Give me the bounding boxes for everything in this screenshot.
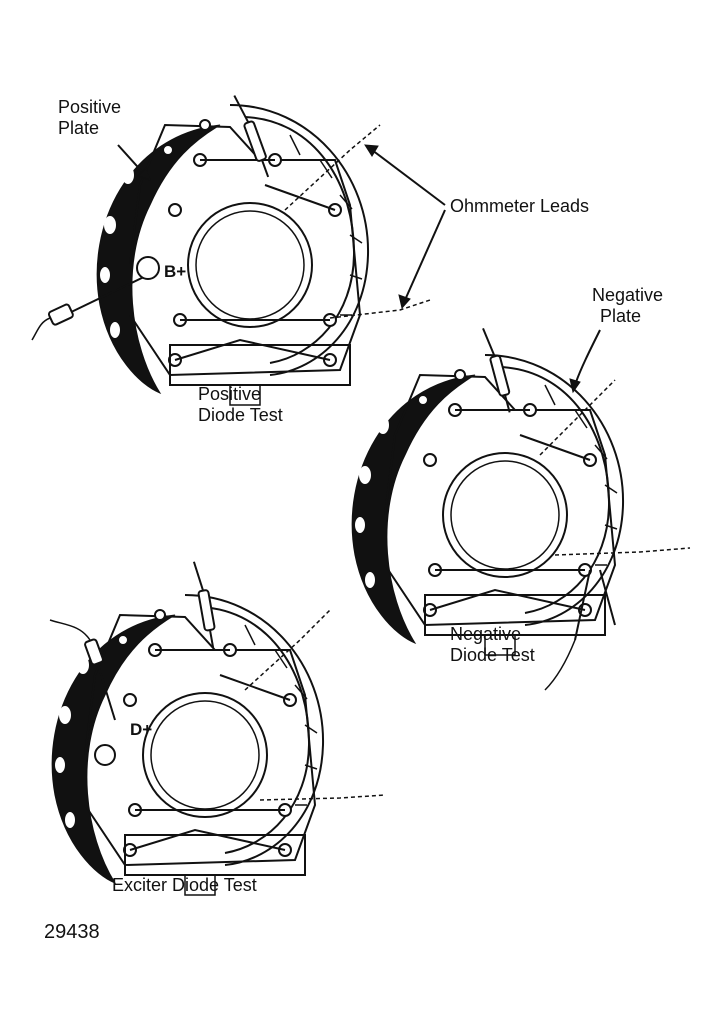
- callout-arrows: [117, 144, 601, 394]
- exciter-diode-test-caption: Exciter Diode Test: [112, 875, 257, 895]
- positive-plate-label-line2: Plate: [58, 118, 100, 138]
- positive-diode-test-caption-line2: Diode Test: [198, 405, 283, 425]
- negative-diode-test-caption: Negative Diode Test: [450, 624, 535, 666]
- negative-test-probe-top: [481, 325, 516, 415]
- negative-test-dashed-leads: [539, 379, 691, 556]
- b-plus-terminal-label: B+: [164, 262, 187, 281]
- figure-number: 29438: [44, 921, 100, 943]
- negative-diode-test-caption-line1: Negative: [450, 624, 522, 644]
- positive-test-probe-left: [31, 256, 160, 341]
- positive-diode-test-rectifier: [96, 104, 370, 406]
- exciter-test-probe-top: [191, 559, 220, 650]
- negative-test-clip: [544, 569, 616, 691]
- negative-plate-label-line1: Negative: [592, 285, 664, 305]
- ohmmeter-leads-label: Ohmmeter Leads: [450, 196, 590, 216]
- negative-plate-label: Negative Plate: [592, 285, 663, 327]
- exciter-test-dashed-leads: [244, 609, 386, 801]
- positive-diode-test-caption-line1: Positive: [198, 384, 262, 404]
- positive-plate-label: Positive Plate: [58, 97, 121, 139]
- exciter-test-probe-left: [49, 619, 116, 766]
- negative-plate-label-line2: Plate: [600, 306, 642, 326]
- positive-plate-label-line1: Positive: [58, 97, 122, 117]
- positive-test-dashed-leads: [284, 124, 431, 319]
- d-plus-terminal-label: D+: [130, 720, 153, 739]
- positive-diode-test-caption: Positive Diode Test: [198, 384, 283, 426]
- negative-diode-test-caption-line2: Diode Test: [450, 645, 535, 665]
- positive-test-probe-top: [232, 91, 274, 180]
